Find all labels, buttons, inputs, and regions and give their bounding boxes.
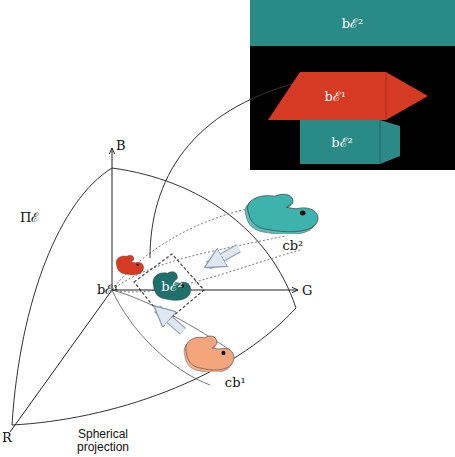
projection-arrow — [157, 309, 183, 332]
projected-cluster: bℰ² — [150, 270, 194, 302]
projection-patch — [134, 254, 204, 322]
surface-label: Πℰ — [20, 210, 39, 225]
projection-arrow — [208, 248, 239, 265]
axis-label: B — [116, 138, 126, 153]
color-cluster: cb² — [242, 192, 324, 254]
sphere-arc — [112, 168, 296, 308]
inset-band: bℰ² — [250, 0, 455, 46]
region-label: cb² — [282, 238, 303, 253]
projected-cluster: bℰ¹ — [92, 254, 148, 298]
caption-label: Spherical projection — [58, 428, 148, 454]
red-region-outline — [268, 72, 428, 120]
color-cluster-outline — [182, 334, 238, 372]
inset-panel — [250, 0, 455, 170]
region-label: bℰ² — [342, 16, 364, 31]
red-region: bℰ¹ — [268, 72, 428, 120]
teal-region: bℰ² — [300, 120, 400, 164]
region-label: cb¹ — [225, 375, 246, 390]
projected-cluster-outline — [114, 254, 146, 276]
color-cluster-outline — [242, 192, 324, 234]
projection-cone — [112, 236, 285, 290]
axis-label: R — [2, 430, 12, 445]
region-label: bℰ¹ — [324, 89, 346, 104]
projection-cone — [112, 250, 300, 292]
b-axis — [112, 148, 113, 290]
g-axis — [112, 290, 298, 291]
sphere-arc — [12, 308, 296, 425]
region-label: bℰ² — [161, 279, 183, 294]
axis-label: G — [302, 283, 312, 298]
color-cluster: cb¹ — [182, 334, 256, 392]
r-axis — [10, 290, 112, 432]
region-label: bℰ² — [331, 135, 353, 150]
region-label: bℰ¹ — [97, 282, 119, 297]
